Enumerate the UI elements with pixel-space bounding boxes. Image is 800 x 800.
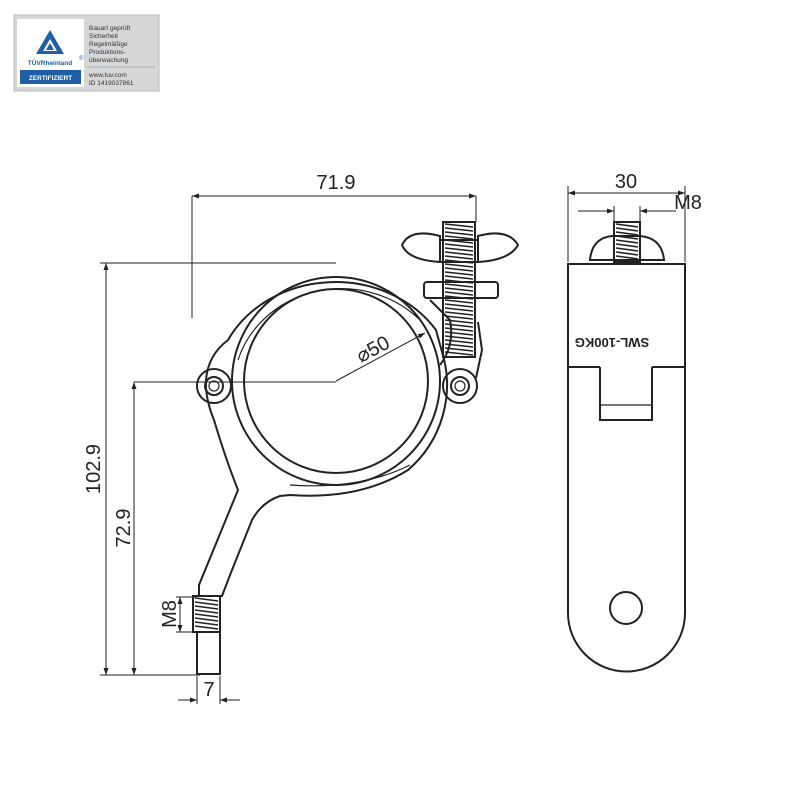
knurled-band	[231, 276, 441, 486]
badge-line-5: überwachung	[89, 57, 128, 64]
clamp-outer-contour	[198, 281, 448, 597]
badge-website: www.tuv.com	[88, 72, 127, 79]
dim-center-height: 72.9	[113, 382, 137, 675]
side-mount-hole	[609, 591, 643, 625]
badge-registered-mark: ®	[79, 55, 84, 62]
dim-tube-diameter: ⌀50	[335, 332, 426, 382]
washer-plate	[423, 281, 499, 299]
badge-brand: TÜVRheinland	[28, 58, 72, 67]
side-load-stamp: SWL-100KG	[575, 335, 649, 350]
side-view: SWL-100KG 30 M8	[567, 171, 702, 673]
badge-status-bar	[20, 70, 81, 84]
dim-30-label: 30	[615, 171, 637, 193]
dim-stem-thread: M8	[159, 596, 196, 633]
stem-thread	[192, 595, 221, 675]
dim-overall-width: 71.9	[191, 172, 477, 318]
front-view: 71.9 102.9 72.9 M8 7	[83, 172, 520, 704]
dim-m8-side-label: M8	[674, 192, 702, 214]
dim-102.9-label: 102.9	[83, 444, 105, 494]
threaded-bolt	[442, 221, 476, 358]
badge-id: ID 1419037861	[89, 80, 134, 87]
dim-71.9-label: 71.9	[317, 172, 356, 194]
dim-7-label: 7	[203, 679, 214, 701]
dim-overall-height: 102.9	[83, 262, 336, 676]
tuv-triangle-logo	[36, 30, 64, 54]
side-threaded-bolt	[613, 221, 641, 263]
side-wing-nut	[588, 235, 666, 261]
dim-72.9-label: 72.9	[113, 509, 135, 548]
badge-line-3: Regelmäßige	[89, 41, 128, 48]
dim-m8-stem-label: M8	[159, 600, 181, 628]
tube-bore	[243, 288, 429, 474]
dim-stem-width: 7	[178, 676, 240, 704]
certification-badge: TÜVRheinland ® ZERTIFIZIERT Bauart geprü…	[13, 14, 160, 92]
badge-line-1: Bauart geprüft	[89, 25, 130, 32]
dim-side-thread: M8	[578, 192, 702, 224]
right-latch-bolt	[442, 368, 478, 404]
side-body-outline	[567, 263, 686, 673]
side-slot	[599, 367, 653, 421]
badge-line-4: Produktions-	[89, 49, 126, 56]
badge-status: ZERTIFIZIERT	[29, 75, 72, 82]
dim-diameter-label: ⌀50	[353, 332, 394, 368]
left-pivot-bolt	[196, 368, 232, 404]
dim-side-width: 30	[567, 171, 686, 262]
badge-line-2: Sicherheit	[89, 33, 118, 40]
